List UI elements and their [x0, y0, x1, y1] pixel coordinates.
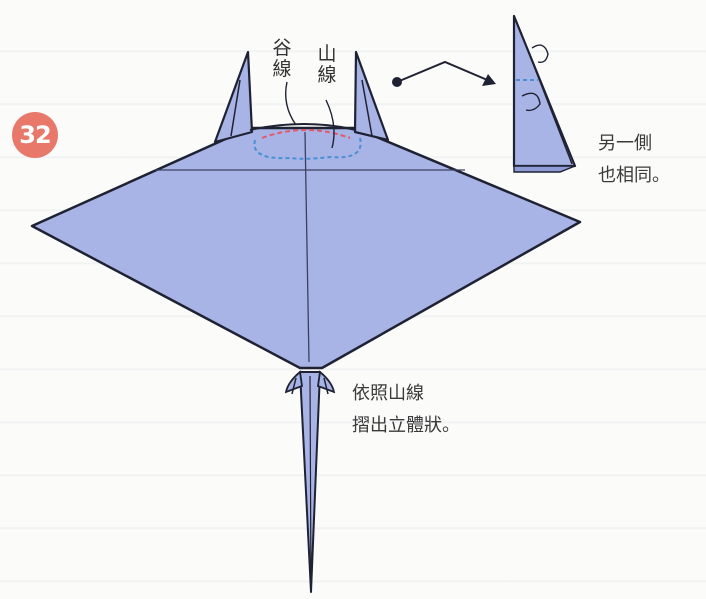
other-side-note-line-2: 也相同。 — [598, 165, 670, 186]
mountain-leader — [325, 99, 335, 149]
left-horn — [213, 50, 254, 144]
side-view-inner-fold — [521, 92, 541, 112]
arrow-head-icon — [482, 74, 496, 86]
side-view-crease — [519, 29, 573, 165]
left-horn-crease — [230, 79, 241, 137]
instruction-note-line-1: 依照山線 — [352, 383, 424, 404]
tail-crease — [309, 375, 312, 589]
side-view-fold-detail — [531, 44, 549, 64]
mountain-fold-line — [253, 137, 362, 160]
spine-crease — [304, 131, 310, 363]
tail-base-right — [317, 370, 336, 394]
pointer-arrow — [396, 60, 493, 83]
other-side-note: 另一側 也相同。 — [598, 128, 670, 192]
side-view-base — [513, 165, 576, 173]
instruction-note: 依照山線 摺出立體狀。 — [352, 378, 460, 442]
valley-fold-label: 谷線 — [272, 37, 292, 80]
instruction-note-line-2: 摺出立體狀。 — [352, 415, 460, 436]
tail-base-lines — [291, 377, 329, 395]
step-number-badge: 32 — [12, 112, 58, 158]
right-horn-crease — [361, 79, 373, 137]
valley-fold-line — [261, 129, 351, 139]
valley-leader — [284, 81, 297, 126]
other-side-note-line-1: 另一側 — [598, 133, 652, 154]
mountain-fold-label: 山線 — [317, 43, 337, 86]
tail-base-left — [284, 370, 303, 394]
right-horn — [353, 50, 390, 142]
head-top — [249, 123, 357, 131]
